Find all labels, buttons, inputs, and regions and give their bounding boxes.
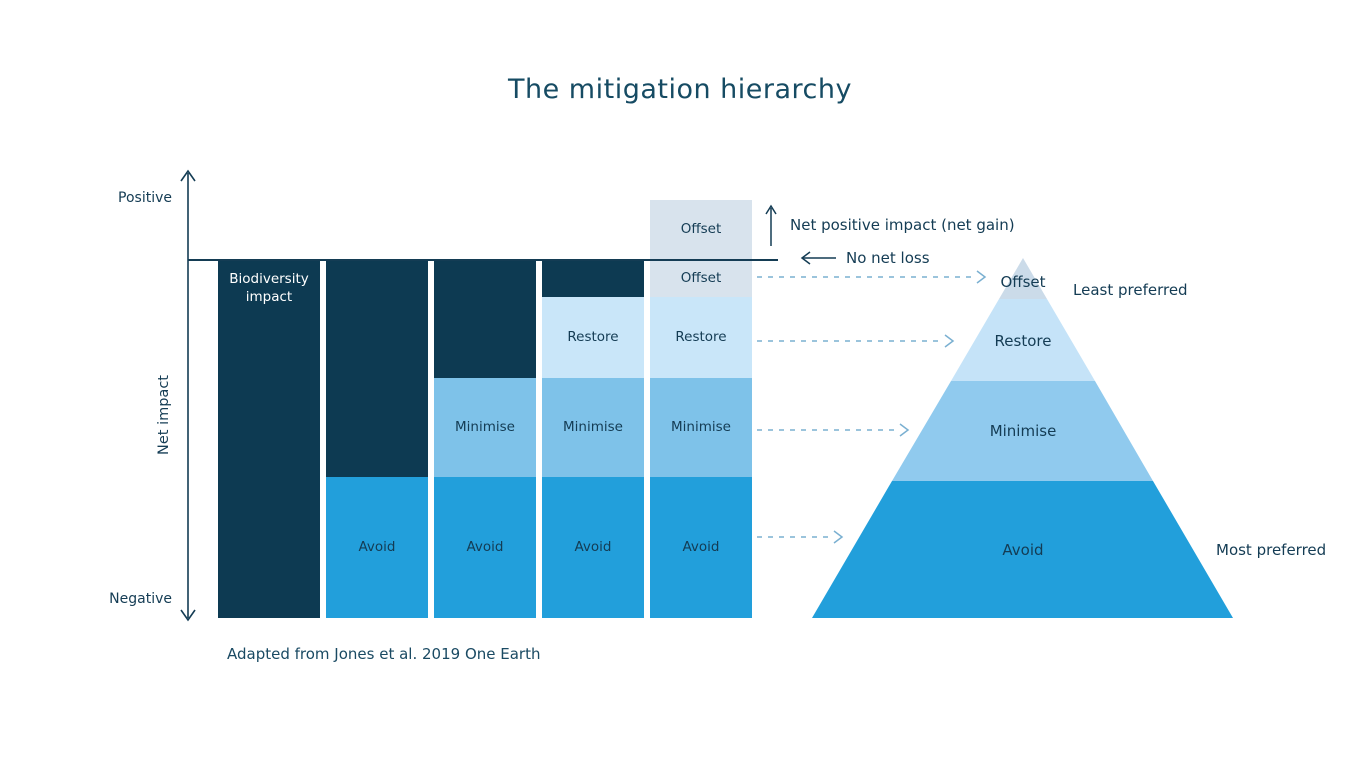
bar-full-hierarchy: Offset Offset Restore Minimise Avoid: [650, 200, 752, 618]
segment-minimise: Minimise: [650, 378, 752, 477]
segment-avoid: Avoid: [542, 477, 644, 618]
segment-label: Minimise: [671, 418, 731, 435]
segment-label: Restore: [567, 328, 619, 345]
segment-label: Avoid: [466, 538, 504, 555]
segment-residual-impact: [542, 260, 644, 297]
segment-offset-net-gain: Offset: [650, 200, 752, 260]
segment-label: Avoid: [682, 538, 720, 555]
segment-label: Offset: [680, 221, 722, 238]
segment-avoid: Avoid: [326, 477, 428, 618]
segment-offset: Offset: [650, 260, 752, 297]
segment-label: Biodiversity impact: [229, 271, 309, 305]
page-title: The mitigation hierarchy: [508, 74, 852, 105]
segment-avoid: Avoid: [650, 477, 752, 618]
bar-avoid-minimise-restore: Restore Minimise Avoid: [542, 260, 644, 618]
segment-label: Avoid: [358, 538, 396, 555]
segment-residual-impact: [326, 260, 428, 477]
segment-label: Restore: [675, 328, 727, 345]
segment-biodiversity-impact: Biodiversity impact: [218, 260, 320, 618]
bar-biodiversity-impact: Biodiversity impact: [218, 260, 320, 618]
segment-minimise: Minimise: [542, 378, 644, 477]
segment-avoid: Avoid: [434, 477, 536, 618]
segment-label: Avoid: [574, 538, 612, 555]
segment-restore: Restore: [650, 297, 752, 378]
segment-label: Offset: [680, 269, 722, 286]
segment-label: Minimise: [455, 418, 515, 435]
bar-avoid-minimise: Minimise Avoid: [434, 260, 536, 618]
bar-avoid-only: Avoid: [326, 260, 428, 618]
segment-restore: Restore: [542, 297, 644, 378]
segment-minimise: Minimise: [434, 378, 536, 477]
segment-residual-impact: [434, 260, 536, 378]
segment-label: Minimise: [563, 418, 623, 435]
